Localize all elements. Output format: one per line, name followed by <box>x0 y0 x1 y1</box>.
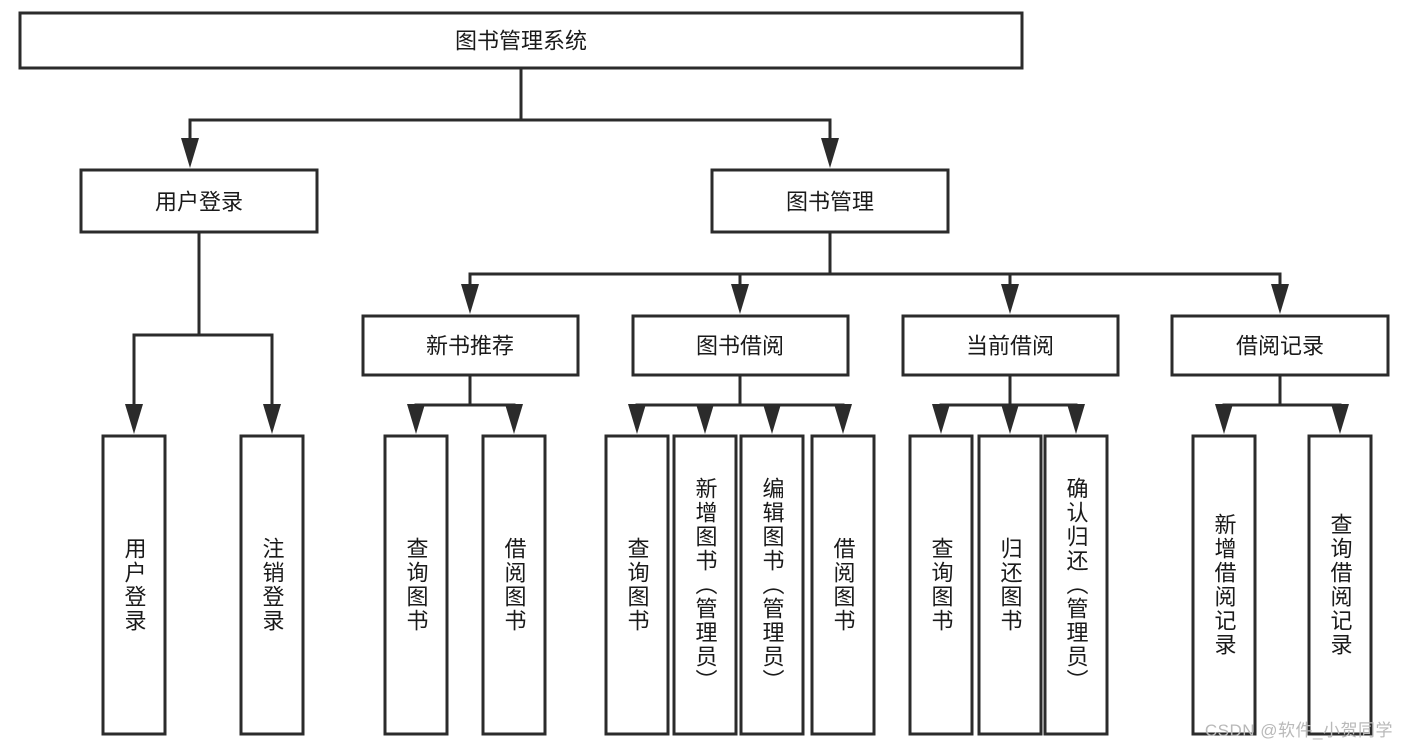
arrow-head-icon <box>1001 404 1019 434</box>
leaf-label: 查询图书 <box>625 537 650 633</box>
leaf-box[interactable] <box>604 434 670 736</box>
arrow-head-icon <box>834 404 852 434</box>
leaf-box[interactable] <box>481 434 547 736</box>
leaf-box[interactable] <box>101 434 167 736</box>
arrow-head-icon <box>763 404 781 434</box>
leaf-box[interactable] <box>739 434 805 736</box>
leaf-current-borrow-1[interactable]: 查询图书 <box>908 434 974 736</box>
node-root-label: 图书管理系统 <box>455 29 587 54</box>
edge-book-management-to-level3 <box>461 230 1289 314</box>
arrow-head-icon <box>1271 284 1289 314</box>
arrow-head-icon <box>407 404 425 434</box>
leaf-box[interactable] <box>1307 434 1373 736</box>
leaf-book-borrow-3[interactable]: 编辑图书（管理员） <box>739 434 805 736</box>
node-book-borrow[interactable]: 图书借阅 <box>631 314 850 377</box>
leaf-label: 归还图书 <box>998 537 1023 633</box>
arrow-head-icon <box>731 284 749 314</box>
edge-current-borrow-to-leaves <box>932 373 1085 434</box>
leaf-box[interactable] <box>977 434 1043 736</box>
arrow-head-icon <box>263 404 281 434</box>
leaf-label: 注销登录 <box>260 537 285 633</box>
edge-root-to-level2 <box>181 66 839 168</box>
arrow-head-icon <box>821 138 839 168</box>
leaf-label: 新增借阅记录 <box>1212 513 1237 657</box>
edge-user-login-to-leaves <box>125 230 281 434</box>
arrow-head-icon <box>461 284 479 314</box>
leaf-box[interactable] <box>908 434 974 736</box>
node-new-book-recommend[interactable]: 新书推荐 <box>361 314 580 377</box>
leaf-box[interactable] <box>810 434 876 736</box>
node-current-borrow[interactable]: 当前借阅 <box>901 314 1120 377</box>
leaf-book-borrow-4[interactable]: 借阅图书 <box>810 434 876 736</box>
leaf-label: 编辑图书（管理员） <box>760 477 785 693</box>
leaf-new-book-recommend-2[interactable]: 借阅图书 <box>481 434 547 736</box>
leaf-label: 借阅图书 <box>502 537 527 633</box>
node-borrow-record-label: 借阅记录 <box>1236 334 1324 359</box>
node-user-login[interactable]: 用户登录 <box>79 168 319 234</box>
node-current-borrow-box[interactable] <box>901 314 1120 377</box>
arrow-head-icon <box>181 138 199 168</box>
leaf-label: 查询借阅记录 <box>1328 513 1353 657</box>
node-book-management[interactable]: 图书管理 <box>710 168 950 234</box>
arrow-head-icon <box>932 404 950 434</box>
leaf-label: 用户登录 <box>122 537 147 633</box>
edge-new-book-recommend-to-leaves <box>407 373 523 434</box>
node-user-login-label: 用户登录 <box>155 190 243 215</box>
arrow-head-icon <box>505 404 523 434</box>
arrow-head-icon <box>696 404 714 434</box>
node-book-borrow-box[interactable] <box>631 314 850 377</box>
leaf-label: 确认归还（管理员） <box>1064 477 1089 693</box>
leaf-borrow-record-1[interactable]: 新增借阅记录 <box>1191 434 1257 736</box>
leaf-user-login-1[interactable]: 用户登录 <box>101 434 167 736</box>
node-current-borrow-label: 当前借阅 <box>966 334 1054 359</box>
leaf-current-borrow-2[interactable]: 归还图书 <box>977 434 1043 736</box>
node-book-management-box[interactable] <box>710 168 950 234</box>
arrow-head-icon <box>628 404 646 434</box>
node-new-book-recommend-label: 新书推荐 <box>426 334 514 359</box>
node-borrow-record-box[interactable] <box>1170 314 1390 377</box>
leaf-borrow-record-2[interactable]: 查询借阅记录 <box>1307 434 1373 736</box>
leaf-box[interactable] <box>239 434 305 736</box>
leaf-box[interactable] <box>672 434 738 736</box>
leaf-box[interactable] <box>1043 434 1109 736</box>
arrow-head-icon <box>125 404 143 434</box>
node-root[interactable]: 图书管理系统 <box>18 11 1024 70</box>
node-book-management-label: 图书管理 <box>786 190 874 215</box>
node-root-box[interactable] <box>18 11 1024 70</box>
leaf-user-login-2[interactable]: 注销登录 <box>239 434 305 736</box>
leaf-current-borrow-3[interactable]: 确认归还（管理员） <box>1043 434 1109 736</box>
edge-book-borrow-to-leaves <box>628 373 852 434</box>
leaf-label: 新增图书（管理员） <box>693 477 718 693</box>
arrow-head-icon <box>1215 404 1233 434</box>
node-book-borrow-label: 图书借阅 <box>696 334 784 359</box>
leaf-box[interactable] <box>1191 434 1257 736</box>
leaf-book-borrow-2[interactable]: 新增图书（管理员） <box>672 434 738 736</box>
arrow-head-icon <box>1067 404 1085 434</box>
leaf-label: 借阅图书 <box>831 537 856 633</box>
leaf-label: 查询图书 <box>404 537 429 633</box>
node-new-book-recommend-box[interactable] <box>361 314 580 377</box>
arrow-head-icon <box>1331 404 1349 434</box>
arrow-head-icon <box>1001 284 1019 314</box>
leaf-label: 查询图书 <box>929 537 954 633</box>
leaf-book-borrow-1[interactable]: 查询图书 <box>604 434 670 736</box>
leaf-new-book-recommend-1[interactable]: 查询图书 <box>383 434 449 736</box>
leaf-box[interactable] <box>383 434 449 736</box>
edge-borrow-record-to-leaves <box>1215 373 1349 434</box>
node-borrow-record[interactable]: 借阅记录 <box>1170 314 1390 377</box>
